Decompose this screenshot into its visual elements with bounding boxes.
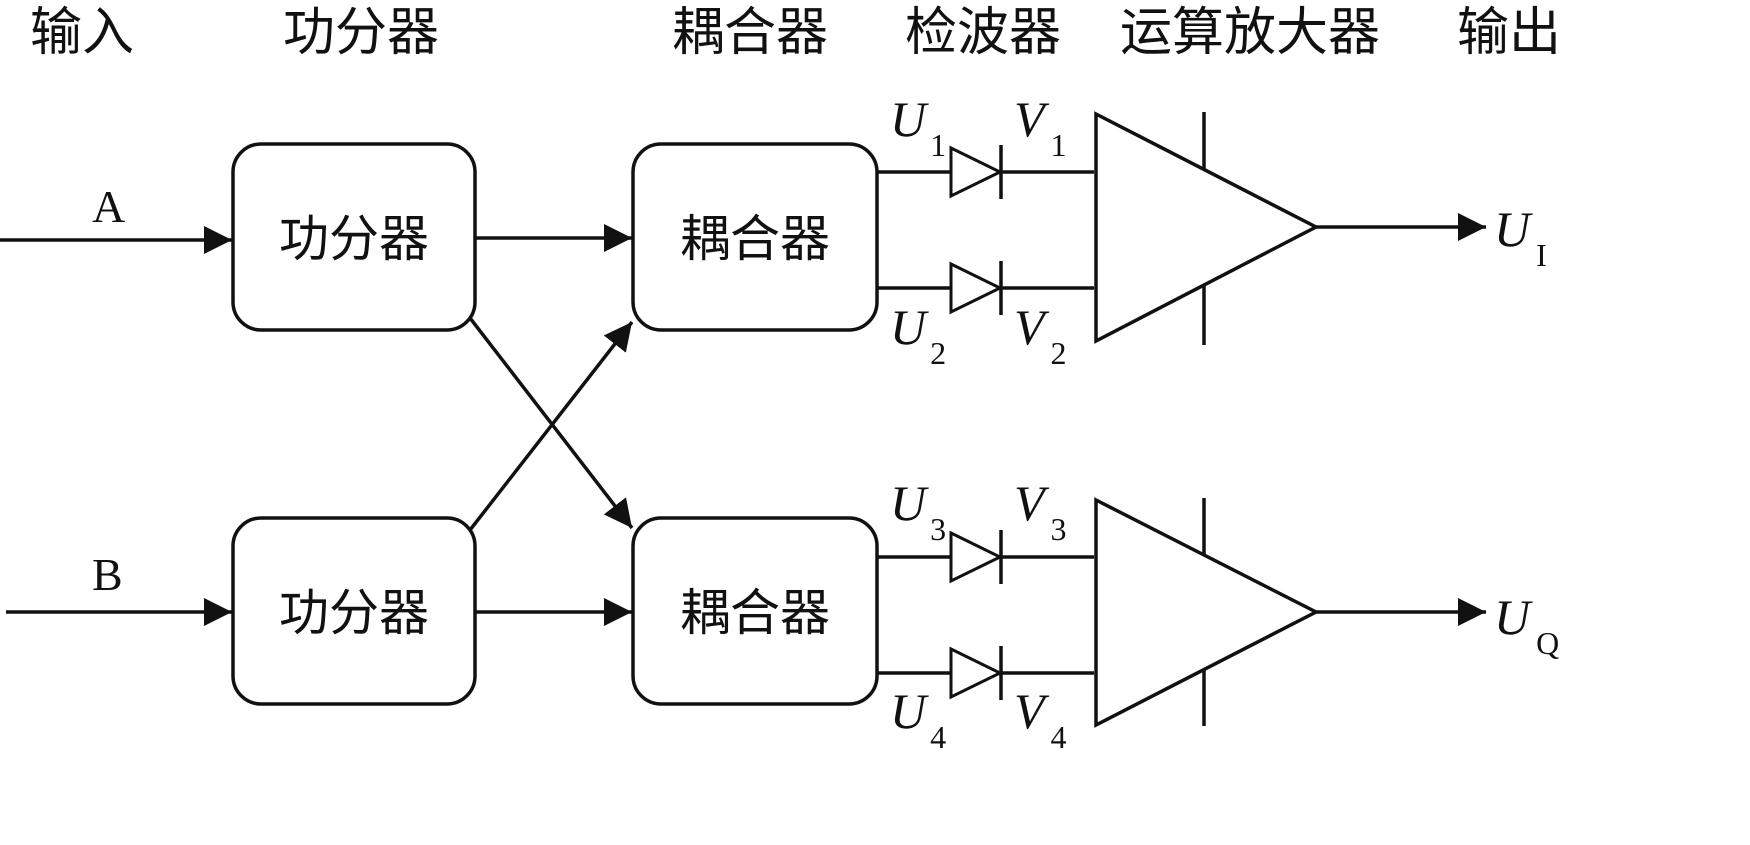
label-v4-sub: 4: [1051, 719, 1067, 755]
coupler-bottom-box: [631, 516, 879, 706]
cross-arrow-top-to-bottom: [468, 316, 634, 530]
label-v1-sub: 1: [1051, 127, 1067, 163]
label-u1-sub: 1: [930, 127, 946, 163]
diode-2-triangle: [949, 261, 1004, 315]
diode-3: [949, 530, 1004, 584]
diode-2: [949, 261, 1004, 315]
splitter-bottom-label: 功分器: [279, 584, 429, 642]
splitter-top: 功分器: [231, 142, 477, 332]
opamp-bottom-triangle: [1094, 497, 1320, 728]
label-u4-main: U: [890, 683, 929, 739]
header-coupler: 耦合器: [672, 3, 828, 63]
input-label-a: A: [92, 181, 125, 232]
label-v4-main: V: [1014, 683, 1050, 739]
label-u1-main: U: [890, 91, 929, 147]
header-splitter: 功分器: [283, 3, 439, 63]
cross-arrow-bottom-to-top: [468, 320, 634, 532]
label-v3-sub: 3: [1051, 511, 1067, 547]
label-u2-main: U: [890, 299, 929, 355]
label-output-uq-main: U: [1494, 589, 1533, 645]
diode-1-triangle: [949, 145, 1004, 199]
diode-4-triangle: [949, 646, 1004, 700]
label-v1-main: V: [1014, 91, 1050, 147]
opamp-top-triangle: [1094, 111, 1320, 344]
header-input: 输入: [30, 3, 134, 63]
coupler-top-label: 耦合器: [680, 210, 830, 268]
diode-1: [949, 145, 1004, 199]
label-output-uq-sub: Q: [1536, 625, 1559, 661]
label-v2-main: V: [1014, 299, 1050, 355]
coupler-bottom-label: 耦合器: [680, 584, 830, 642]
header-opamp: 运算放大器: [1120, 3, 1380, 63]
diode-3-triangle: [949, 530, 1004, 584]
coupler-bottom: 耦合器: [631, 516, 879, 706]
coupler-top: 耦合器: [631, 142, 879, 332]
label-u3-sub: 3: [930, 511, 946, 547]
label-v3-main: V: [1014, 475, 1050, 531]
coupler-top-box: [631, 142, 879, 332]
input-label-b: B: [92, 549, 123, 600]
header-output: 输出: [1457, 3, 1561, 63]
column-headers: 输入 功分器 耦合器 检波器 运算放大器 输出: [30, 3, 1561, 63]
splitter-bottom: 功分器: [231, 516, 477, 706]
label-u4-sub: 4: [930, 719, 946, 755]
header-detector: 检波器: [905, 3, 1061, 63]
label-u3-main: U: [890, 475, 929, 531]
label-v2-sub: 2: [1051, 335, 1067, 371]
diode-4: [949, 646, 1004, 700]
label-output-ui-sub: I: [1536, 237, 1547, 273]
splitter-top-label: 功分器: [279, 210, 429, 268]
label-u2-sub: 2: [930, 335, 946, 371]
label-output-ui-main: U: [1494, 201, 1533, 257]
splitter-top-box: [231, 142, 477, 332]
opamp-top: [1094, 111, 1320, 345]
splitter-bottom-box: [231, 516, 477, 706]
opamp-bottom: [1094, 497, 1320, 728]
